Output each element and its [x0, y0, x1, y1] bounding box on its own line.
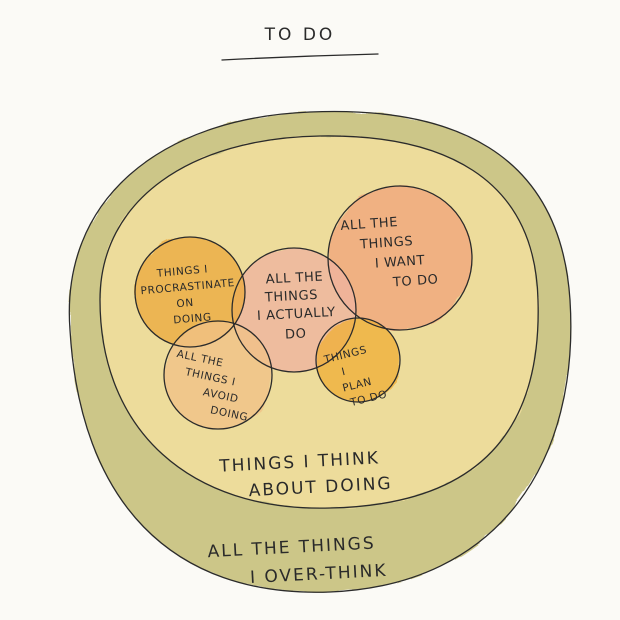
- avoid-outline: [163, 320, 273, 430]
- procrastinate-wash: [135, 237, 245, 347]
- actually-do-line: ALL THE: [265, 270, 323, 288]
- want-to-do-line: THINGS: [359, 234, 414, 253]
- procrastinate-line: THINGS I: [155, 263, 208, 280]
- title-underline: [221, 53, 379, 61]
- want-to-do-line: TO DO: [392, 272, 439, 290]
- want-to-do-label: ALL THE THINGS I WANT TO DO: [340, 212, 439, 293]
- page-title: TO DO: [264, 25, 336, 45]
- actually-do-label: ALL THE THINGS I ACTUALLY DO: [255, 269, 342, 344]
- want-to-do-line: ALL THE: [340, 215, 399, 234]
- procrastinate-line: ON: [176, 297, 194, 310]
- plan-to-do-line: I: [340, 366, 346, 379]
- actually-do-line: DO: [285, 327, 307, 343]
- plan-to-do-outline: [315, 317, 401, 403]
- actually-do-outline: [231, 247, 357, 373]
- actually-do-line: THINGS: [263, 288, 318, 306]
- circle-outlines: [134, 185, 473, 430]
- want-to-do-line: I WANT: [374, 253, 425, 271]
- plan-to-do-wash: [316, 318, 400, 402]
- procrastinate-outline: [134, 236, 246, 348]
- procrastinate-line: DOING: [173, 311, 212, 326]
- outer-blob-outline: [68, 110, 572, 593]
- actually-do-line: I ACTUALLY: [257, 305, 336, 324]
- want-to-do-wash: [328, 186, 472, 330]
- middle-blob-outline: [99, 135, 539, 509]
